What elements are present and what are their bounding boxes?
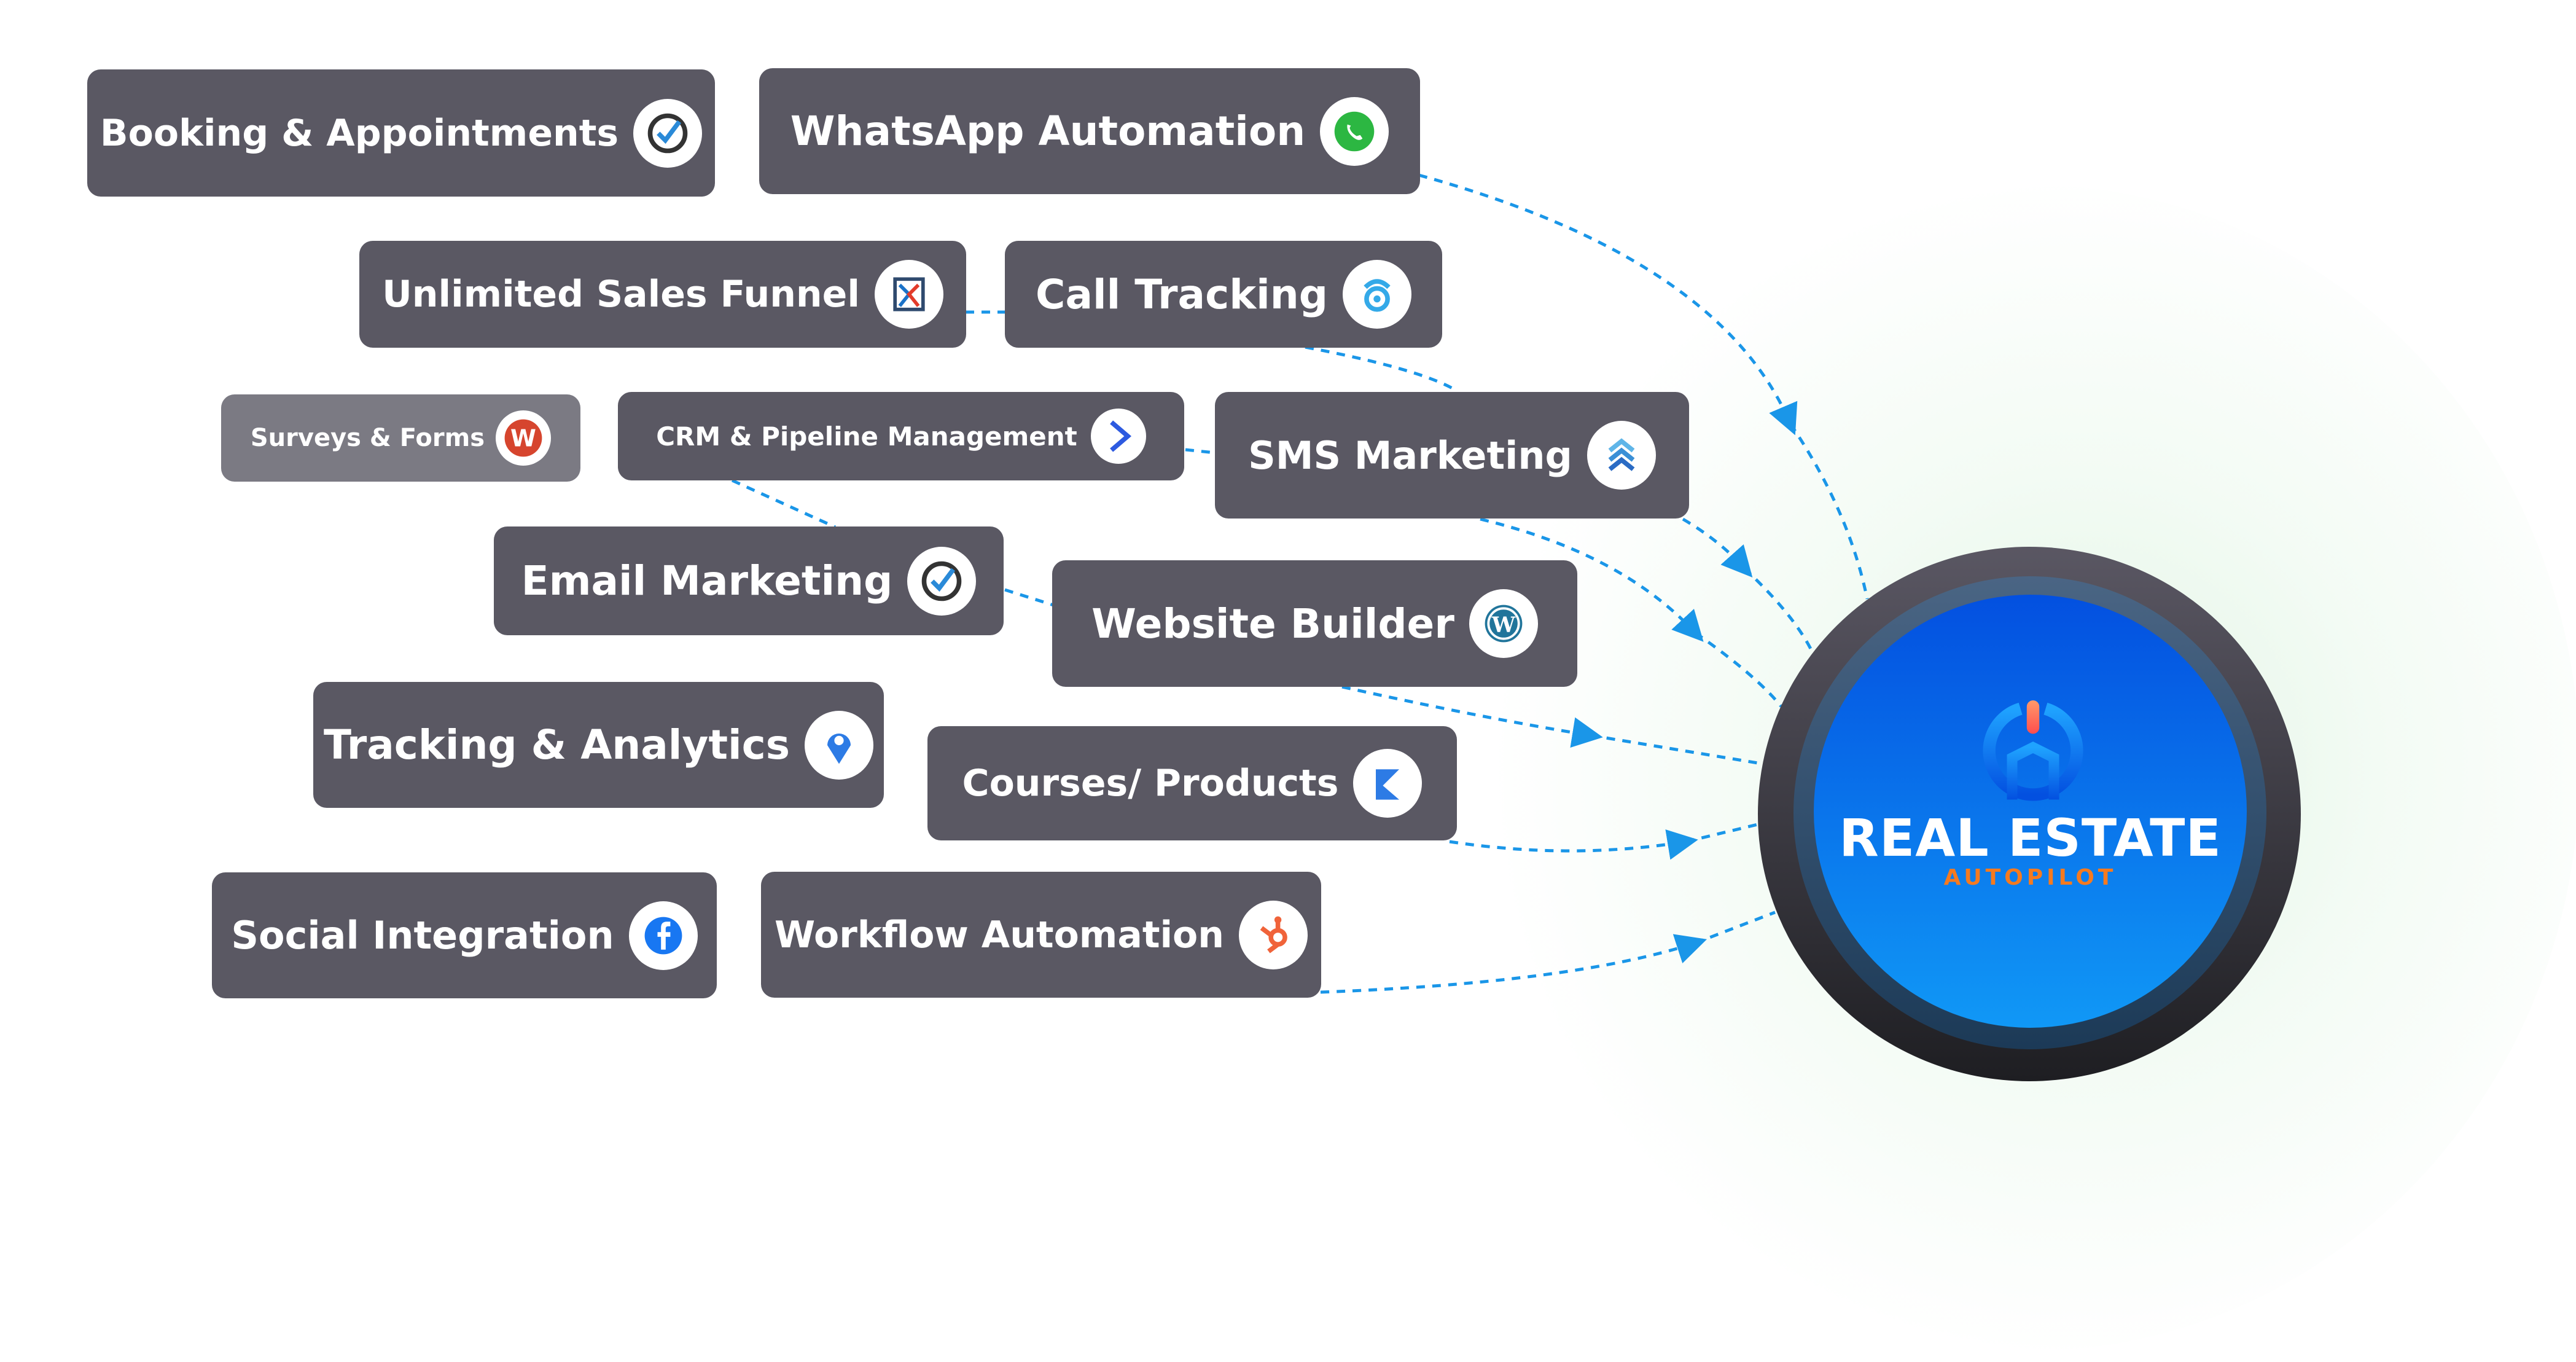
wufoo-icon: W [496, 410, 552, 466]
feature-workflow-automation[interactable]: Workflow Automation [761, 872, 1321, 998]
feature-label: Surveys & Forms [250, 424, 485, 452]
connector-sms-2 [1682, 517, 1753, 577]
feature-booking-appointments[interactable]: Booking & Appointments [87, 69, 715, 197]
connector-crm [731, 479, 837, 529]
connector-call-tracking [1305, 345, 1457, 392]
checkmark-circle-icon [907, 546, 977, 616]
feature-label: Booking & Appointments [100, 111, 619, 155]
hub-title: REAL ESTATE [1839, 808, 2222, 868]
call-tracking-icon [1342, 260, 1411, 329]
kajabi-icon [1353, 749, 1423, 818]
activecampaign-icon [1090, 409, 1146, 464]
feature-label: Email Marketing [521, 557, 893, 605]
location-pin-icon [805, 710, 874, 780]
svg-text:W: W [510, 425, 536, 452]
feature-surveys-forms[interactable]: Surveys & Forms W [221, 394, 580, 482]
sms-chevrons-icon [1587, 421, 1656, 490]
connector-courses [1449, 829, 1698, 860]
hubspot-icon [1239, 900, 1308, 969]
feature-label: CRM & Pipeline Management [656, 421, 1077, 452]
feature-label: WhatsApp Automation [790, 108, 1306, 155]
feature-label: Courses/ Products [962, 762, 1339, 805]
wordpress-icon: W [1469, 589, 1538, 658]
feature-crm-pipeline-management[interactable]: CRM & Pipeline Management [618, 392, 1184, 480]
feature-label: Workflow Automation [774, 913, 1224, 957]
checkmark-circle-icon [633, 98, 703, 168]
feature-social-integration[interactable]: Social Integration [212, 872, 717, 998]
whatsapp-icon [1320, 96, 1389, 166]
feature-tracking-analytics[interactable]: Tracking & Analytics [313, 682, 884, 808]
feature-call-tracking[interactable]: Call Tracking [1005, 241, 1442, 348]
connector-email [1004, 588, 1054, 607]
feature-sms-marketing[interactable]: SMS Marketing [1215, 392, 1689, 519]
connector-crm-sms [1185, 448, 1216, 455]
feature-label: Unlimited Sales Funnel [382, 273, 860, 316]
feature-label: SMS Marketing [1248, 432, 1572, 478]
facebook-icon [628, 901, 698, 970]
feature-email-marketing[interactable]: Email Marketing [494, 526, 1004, 635]
feature-unlimited-sales-funnel[interactable]: Unlimited Sales Funnel [359, 241, 966, 348]
connector-sms [1480, 517, 1704, 642]
feature-courses-products[interactable]: Courses/ Products [927, 726, 1457, 840]
connector-workflow [1320, 934, 1708, 994]
hub-subtitle: AUTOPILOT [1943, 865, 2117, 890]
feature-website-builder[interactable]: Website Builder W [1052, 560, 1577, 687]
feature-whatsapp-automation[interactable]: WhatsApp Automation [759, 68, 1420, 194]
feature-label: Call Tracking [1036, 270, 1328, 318]
clickfunnels-icon [874, 260, 943, 329]
autopilot-power-house-icon [1983, 700, 2083, 801]
feature-label: Social Integration [231, 913, 614, 958]
feature-label: Website Builder [1091, 600, 1454, 648]
connector-website [1341, 685, 1603, 748]
feature-label: Tracking & Analytics [323, 721, 790, 769]
hub-center [1814, 595, 2247, 1028]
connector-whatsapp [1418, 173, 1798, 436]
svg-text:W: W [1491, 613, 1516, 637]
